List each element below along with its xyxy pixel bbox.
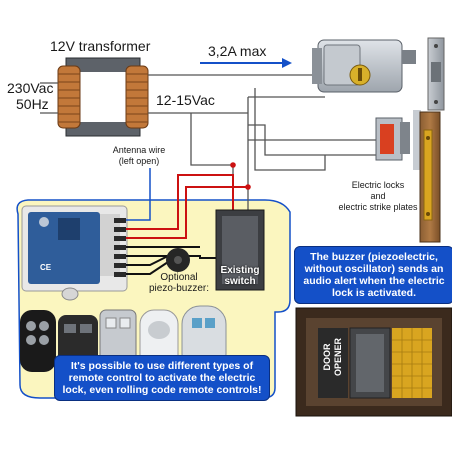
electric-strike — [375, 110, 421, 170]
transformer-label: 12V transformer — [50, 38, 151, 54]
door-opener-wall-plate — [295, 307, 452, 417]
locks-label-line3: electric strike plates — [338, 202, 418, 212]
door-opener-line2: OPENER — [333, 338, 343, 377]
door-opener-line1: DOOR — [322, 343, 332, 371]
junction-dots — [230, 162, 251, 190]
buzzer-note: The buzzer (piezoelectric, without oscil… — [294, 246, 452, 304]
switch-label: Existing switch — [218, 265, 262, 287]
switch-label-line1: Existing — [220, 265, 260, 276]
locks-label: Electric locks and electric strike plate… — [316, 180, 440, 213]
antenna-label-line1: Antenna wire — [112, 145, 166, 155]
module-output-wires — [126, 174, 248, 275]
door-opener-label: DOOR OPENER — [322, 328, 344, 386]
switch-label-line2: switch — [224, 276, 256, 287]
current-max-label: 3,2A max — [208, 43, 267, 59]
buzzer-label: Optional piezo-buzzer: — [140, 272, 218, 294]
piezo-buzzer — [166, 248, 190, 272]
antenna-wire — [126, 168, 151, 221]
electric-lock — [312, 37, 445, 111]
mains-voltage-label: 230Vac — [7, 80, 54, 96]
buzzer-label-line1: Optional — [160, 272, 198, 283]
radio-receiver-module: CE — [21, 205, 128, 301]
locks-label-line2: and — [370, 191, 386, 201]
strike-plate — [419, 111, 441, 243]
current-arrow — [200, 58, 292, 68]
secondary-wires — [148, 74, 395, 218]
existing-switch — [215, 209, 265, 291]
transformer — [57, 57, 149, 137]
svg-text:CE: CE — [40, 263, 52, 272]
antenna-label-line2: (left open) — [118, 156, 160, 166]
mains-frequency-label: 50Hz — [16, 96, 49, 112]
antenna-label: Antenna wire (left open) — [96, 145, 182, 167]
secondary-voltage-label: 12-15Vac — [156, 92, 215, 108]
remote-control-note: It's possible to use different types of … — [54, 355, 270, 401]
locks-label-line1: Electric locks — [351, 180, 405, 190]
mains-wires — [40, 82, 58, 114]
buzzer-label-line2: piezo-buzzer: — [148, 283, 210, 294]
